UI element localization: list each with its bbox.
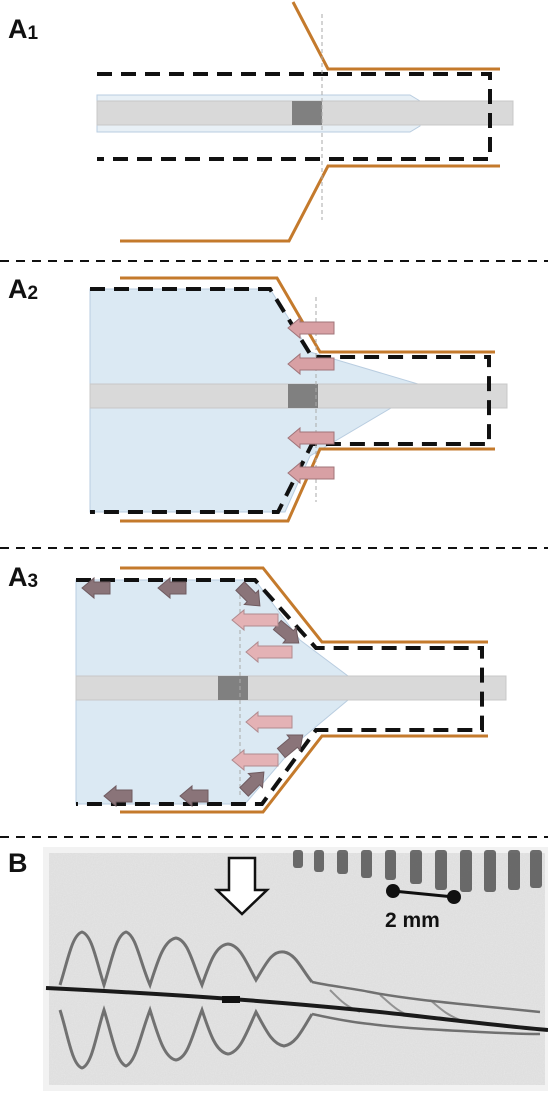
force-arrow-icon [235, 581, 261, 607]
force-arrows-a2 [287, 316, 335, 485]
force-arrows-a3-light [231, 608, 293, 772]
stent-outline [90, 287, 491, 514]
vessel-wall-top [120, 566, 488, 644]
panel-a1: A1 [8, 1, 514, 243]
vessel-wall-top [291, 1, 500, 71]
xray-image: 2 mm [43, 847, 548, 1091]
force-arrows-a3-dark [81, 576, 304, 808]
catheter-rod [75, 675, 507, 701]
vessel-wall-bottom [120, 447, 495, 523]
force-arrow-icon [81, 576, 111, 600]
crimped-outline [97, 72, 492, 161]
panel-a3: A3 [8, 562, 507, 814]
force-arrow-icon [231, 748, 279, 772]
panel-b: B [8, 847, 548, 1091]
force-arrow-icon [276, 734, 304, 759]
vessel-wall-bottom [120, 734, 488, 814]
force-arrow-icon [157, 576, 187, 600]
wire-marker [222, 996, 240, 1003]
guide-wire [45, 986, 548, 1032]
force-arrow-icon [245, 710, 293, 734]
vessel-wall-bottom [120, 164, 500, 243]
force-arrow-icon [231, 608, 279, 632]
force-arrow-icon [287, 461, 335, 485]
panel-label-a3: A3 [8, 562, 38, 592]
force-arrow-icon [287, 316, 335, 340]
distal-struts [293, 850, 542, 892]
stent-outline [76, 578, 484, 806]
radiopaque-marker [288, 384, 318, 408]
force-arrow-icon [179, 784, 209, 808]
radiopaque-marker [218, 676, 248, 700]
force-arrow-icon [103, 784, 133, 808]
scale-bar: 2 mm [385, 884, 461, 932]
vessel-wall-top [120, 276, 495, 354]
down-arrow-icon [213, 856, 271, 916]
panel-label-b: B [8, 848, 28, 878]
panel-label-a2: A2 [8, 274, 38, 304]
radiopaque-marker [292, 101, 322, 125]
force-arrow-icon [245, 640, 293, 664]
panel-a2: A2 [8, 274, 508, 523]
scale-bar-label: 2 mm [385, 909, 440, 932]
force-arrow-icon [239, 771, 265, 797]
force-arrow-icon [287, 352, 335, 376]
panel-label-a1: A1 [8, 14, 39, 44]
force-arrow-icon [287, 426, 335, 450]
